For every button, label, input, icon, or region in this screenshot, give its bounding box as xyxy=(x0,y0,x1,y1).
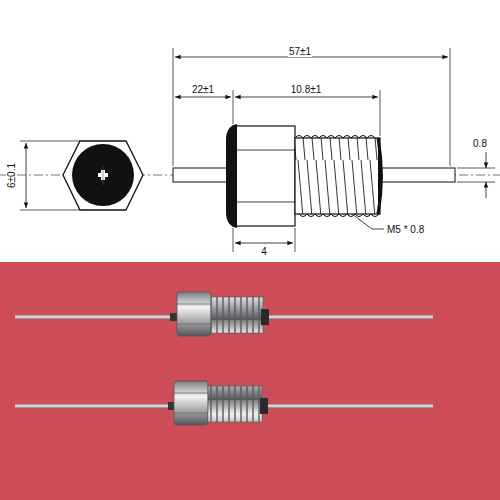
dimension-label: 6±0.1 xyxy=(6,162,17,189)
photo-part xyxy=(15,381,433,425)
thread-spec: M5 * 0.8 xyxy=(386,224,425,235)
dimension-label: 57±1 xyxy=(288,46,312,57)
dimension-label: 22±1 xyxy=(191,84,215,95)
photo-part xyxy=(15,292,433,336)
dimension-label: 0.8 xyxy=(472,138,488,149)
dimension-label: 10.8±1 xyxy=(290,84,323,95)
dimension-label: 4 xyxy=(260,246,268,257)
